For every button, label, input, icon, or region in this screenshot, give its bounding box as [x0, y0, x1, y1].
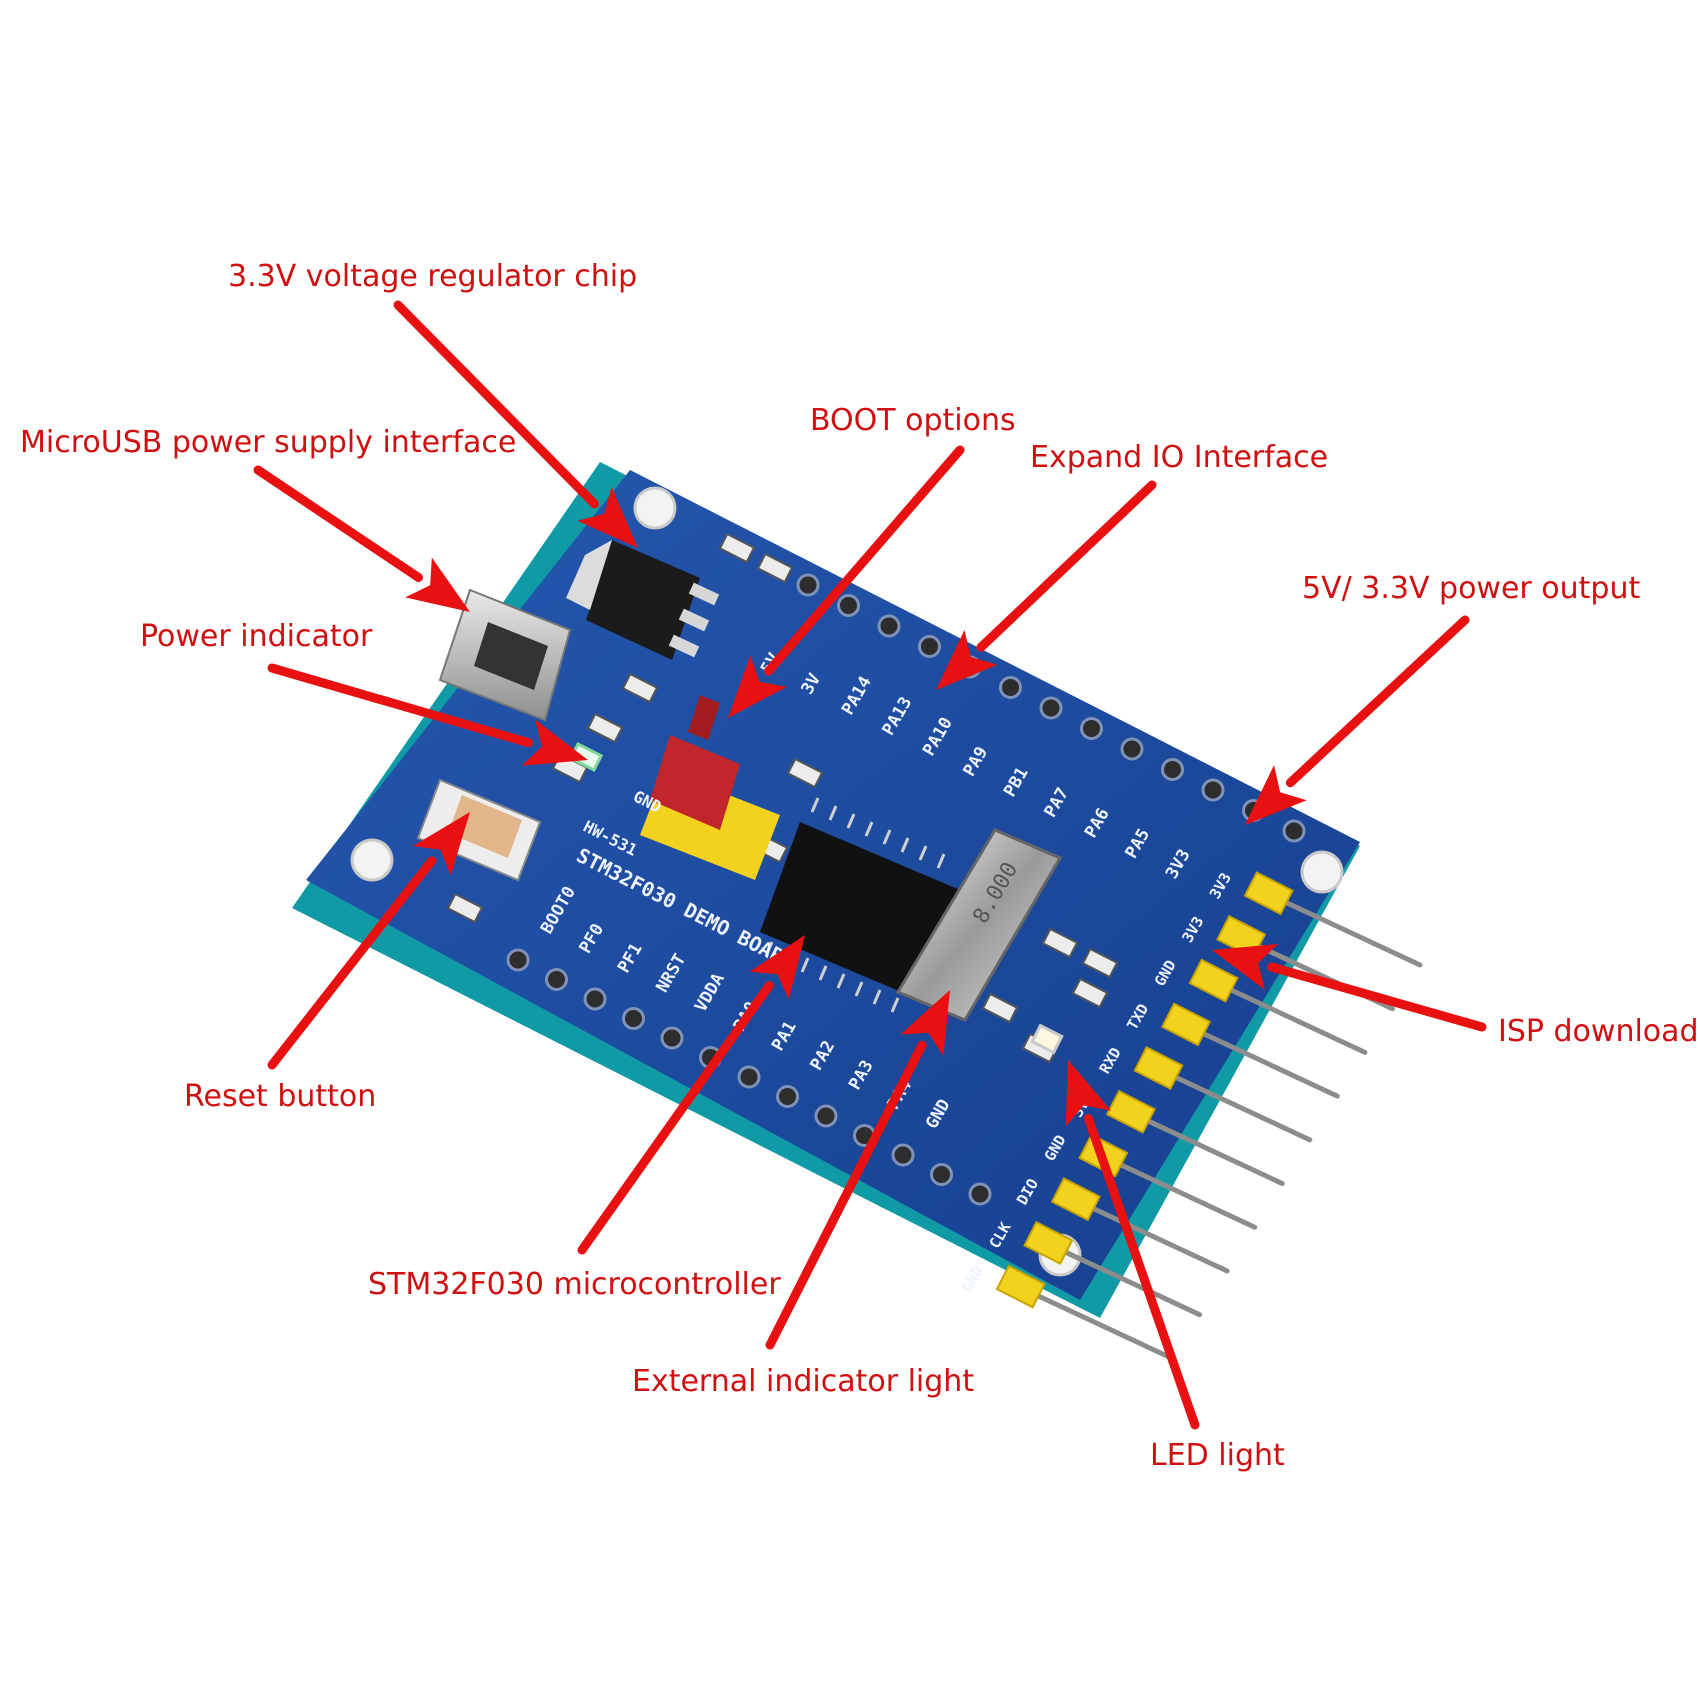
header-pad [796, 573, 820, 597]
right-pin-label: GND [958, 1263, 987, 1295]
arrow-shaft-isp [1267, 962, 1487, 1032]
header-pad [545, 968, 568, 991]
arrow-head-power-led [521, 719, 588, 766]
header-pin [1129, 1111, 1285, 1187]
label-boot-options: BOOT options [810, 403, 1016, 438]
callout-arrows [253, 300, 1487, 1430]
arrow-shaft-power-out [1285, 615, 1470, 788]
label-expand-io: Expand IO Interface [1030, 440, 1329, 475]
header-pin-housing [1023, 1220, 1074, 1265]
arrow-head-ext-light [900, 990, 950, 1057]
label-microusb: MicroUSB power supply interface [20, 425, 517, 460]
header-pin-housing [1050, 1177, 1101, 1222]
arrow-head-led [1065, 1060, 1112, 1127]
header-pad [930, 1163, 953, 1186]
header-pin-housing [1188, 958, 1239, 1003]
header-pad [506, 948, 530, 972]
label-reset-button: Reset button [184, 1079, 377, 1114]
arrow-head-power-out [1245, 765, 1307, 825]
header-pin [1047, 1242, 1203, 1318]
arrow-head-reset [412, 812, 470, 876]
arrow-head-microusb [405, 557, 470, 612]
arrow-head-regulator [577, 487, 638, 548]
label-regulator: 3.3V voltage regulator chip [228, 259, 638, 294]
header-pin-housing [995, 1264, 1046, 1309]
label-isp-download: ISP download [1498, 1014, 1699, 1049]
arrow-shaft-expand [976, 480, 1157, 652]
header-pad [837, 594, 860, 617]
arrow-head-expand [936, 629, 998, 690]
header-pin-housing [1105, 1089, 1156, 1134]
boot-jumper [640, 695, 780, 880]
header-pin [1074, 1198, 1230, 1274]
arrow-head-isp [1212, 943, 1279, 991]
header-pin [1267, 892, 1423, 968]
arrow-shaft-mcu [577, 981, 774, 1255]
arrow-shaft-power-led [267, 663, 533, 748]
header-pad [660, 1026, 684, 1050]
microusb-connector [438, 588, 572, 722]
header-pin [1102, 1154, 1258, 1230]
arrow-head-mcu [749, 935, 805, 1000]
header-pad [1039, 696, 1063, 720]
header-pad [1080, 717, 1103, 740]
crystal-oscillator: 8.000 [895, 828, 1063, 1022]
label-power-output: 5V/ 3.3V power output [1302, 571, 1641, 606]
arrow-shaft-led [1083, 1114, 1200, 1430]
header-pin [1019, 1285, 1175, 1361]
header-pin-housing [1133, 1046, 1184, 1091]
mounting-hole [1300, 850, 1344, 894]
header-pin-housing [1243, 871, 1294, 916]
header-pad [622, 1007, 645, 1030]
header-pad [877, 614, 901, 638]
header-pad [1201, 778, 1225, 802]
label-power-indicator: Power indicator [140, 619, 373, 654]
label-microcontroller: STM32F030 microcontroller [368, 1267, 781, 1302]
header-pin-housing [1160, 1002, 1212, 1047]
header-pad [1120, 737, 1144, 761]
header-pad [814, 1104, 838, 1128]
smd-components [446, 532, 1119, 1064]
arrow-shaft-ext-light [765, 1040, 927, 1350]
header-pad [999, 676, 1022, 699]
stm32-microcontroller-chip [760, 797, 960, 1013]
header-pad [1161, 758, 1184, 781]
header-pin [1212, 979, 1368, 1055]
user-led [1030, 1023, 1064, 1055]
voltage-regulator-chip [566, 540, 720, 660]
label-external-indicator: External indicator light [632, 1364, 975, 1399]
header-pad [737, 1065, 761, 1089]
header-pin [1184, 1023, 1340, 1099]
arrow-shaft-boot [764, 445, 965, 676]
header-pad [968, 1182, 992, 1206]
header-pad [1282, 819, 1306, 843]
arrow-head-boot [728, 655, 787, 718]
arrow-shaft-microusb [253, 465, 423, 582]
arrow-shaft-regulator [393, 300, 599, 509]
header-pin [1157, 1067, 1313, 1143]
label-led-light: LED light [1150, 1438, 1285, 1473]
reset-button [416, 778, 542, 882]
mounting-hole [633, 486, 677, 530]
header-pad [583, 987, 607, 1011]
header-pad [891, 1143, 915, 1167]
header-pad [918, 635, 941, 658]
header-pad [776, 1085, 799, 1108]
arrow-shaft-reset [267, 856, 437, 1070]
mounting-hole [350, 838, 394, 882]
